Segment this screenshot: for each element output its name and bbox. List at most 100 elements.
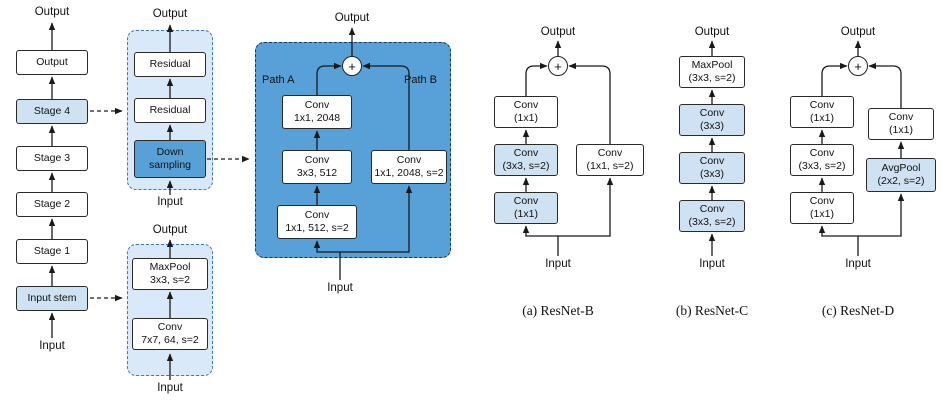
resnetb-output-label: Output bbox=[540, 26, 576, 38]
box-label-line: Conv bbox=[304, 153, 330, 166]
add-icon: + bbox=[848, 56, 868, 76]
downsampling-box: Down sampling bbox=[134, 140, 206, 178]
box-label-line: (1x1) bbox=[889, 124, 913, 136]
flow-arrow bbox=[821, 62, 848, 96]
box-label-line: Conv bbox=[699, 202, 725, 215]
box-label-line: (1x1) bbox=[514, 112, 538, 124]
residual-box-bottom: Residual bbox=[134, 98, 206, 123]
box-label-line: (3x3, s=2) bbox=[798, 160, 846, 172]
resnetc-input-label: Input bbox=[699, 258, 725, 270]
box-label-line: sampling bbox=[148, 159, 192, 171]
resnetb-conv3-box: Conv (1x1) bbox=[494, 192, 558, 224]
resnetd-output-label: Output bbox=[840, 26, 876, 38]
flow-arrow bbox=[525, 62, 548, 96]
resnetc-maxpool-box: MaxPool (3x3, s=2) bbox=[679, 56, 745, 88]
overview-stage3-box: Stage 3 bbox=[16, 146, 88, 171]
box-label-line: Conv bbox=[809, 194, 835, 207]
box-label-line: 1x1, 2048, s=2 bbox=[374, 167, 444, 179]
resnetb-conv2-box: Conv (3x3, s=2) bbox=[494, 144, 558, 176]
maxpool-box: MaxPool 3x3, s=2 bbox=[132, 258, 208, 290]
resnetc-output-label: Output bbox=[694, 26, 730, 38]
box-label-line: Conv bbox=[304, 208, 330, 221]
box-label-line: Conv bbox=[304, 98, 330, 111]
resnetc-conv3-box: Conv (3x3, s=2) bbox=[679, 200, 745, 232]
residual-box-top: Residual bbox=[134, 52, 206, 77]
resnetc-conv1-box: Conv (3x3) bbox=[679, 104, 745, 136]
flow-arrow bbox=[340, 185, 413, 253]
caption-resnet-d: (c) ResNet-D bbox=[821, 303, 895, 318]
box-label-line: (3x3) bbox=[700, 120, 724, 132]
stage-detail-input-label: Input bbox=[157, 196, 183, 208]
box-label-line: 3x3, 512 bbox=[296, 167, 338, 179]
box-label-line: MaxPool bbox=[691, 58, 733, 71]
box-label-line: 1x1, 512, s=2 bbox=[285, 222, 349, 234]
box-label-line: 1x1, 2048 bbox=[293, 112, 341, 124]
resnetd-conv2-box: Conv (3x3, s=2) bbox=[790, 144, 854, 176]
resnetb-input-label: Input bbox=[545, 258, 571, 270]
flow-arrow bbox=[858, 193, 905, 237]
flow-arrow bbox=[818, 225, 859, 256]
box-label-line: (2x2, s=2) bbox=[877, 175, 925, 187]
resnetd-shortcut-conv-box: Conv (1x1) bbox=[868, 108, 934, 140]
flow-arrow bbox=[316, 62, 342, 95]
overview-stage2-box: Stage 2 bbox=[16, 192, 88, 217]
overview-stage4-box: Stage 4 bbox=[16, 99, 88, 124]
flow-arrow bbox=[568, 62, 611, 144]
path-b-label: Path B bbox=[404, 74, 438, 86]
overview-input-label: Input bbox=[39, 340, 65, 352]
overview-input-stem-box: Input stem bbox=[16, 286, 88, 311]
flow-arrow bbox=[362, 62, 410, 150]
ds-conv-3x3-512-box: Conv 3x3, 512 bbox=[282, 150, 352, 184]
flow-arrow bbox=[558, 177, 614, 237]
box-label-line: (1x1, s=2) bbox=[586, 160, 634, 172]
box-label-line: Conv bbox=[513, 194, 539, 207]
box-label-line: (1x1) bbox=[514, 208, 538, 220]
resnetc-conv2-box: Conv (3x3) bbox=[679, 152, 745, 184]
flow-arrow bbox=[522, 225, 559, 256]
box-label-line: Conv bbox=[513, 146, 539, 159]
box-label-line: Conv bbox=[809, 146, 835, 159]
resnetb-shortcut-conv-box: Conv (1x1, s=2) bbox=[576, 144, 644, 176]
box-label-line: (1x1) bbox=[810, 208, 834, 220]
box-label-line: (3x3, s=2) bbox=[502, 160, 550, 172]
stem-output-label: Output bbox=[152, 224, 188, 236]
stage-detail-output-label: Output bbox=[152, 8, 188, 20]
box-label-line: Down bbox=[156, 145, 184, 158]
box-label-line: Conv bbox=[513, 98, 539, 111]
resnetd-conv3-box: Conv (1x1) bbox=[790, 192, 854, 224]
caption-resnet-b: (a) ResNet-B bbox=[522, 303, 594, 318]
box-label-line: Conv bbox=[699, 154, 725, 167]
box-label-line: Conv bbox=[396, 153, 422, 166]
box-label-line: Conv bbox=[597, 146, 623, 159]
stem-input-label: Input bbox=[157, 382, 183, 394]
ds-conv-1x1-512-s2-box: Conv 1x1, 512, s=2 bbox=[277, 205, 357, 239]
box-label-line: (3x3, s=2) bbox=[688, 72, 736, 84]
overview-stage1-box: Stage 1 bbox=[16, 239, 88, 264]
box-label-line: (3x3, s=2) bbox=[688, 216, 736, 228]
overview-output-label: Output bbox=[34, 6, 70, 18]
box-label-line: 7x7, 64, s=2 bbox=[141, 334, 199, 346]
box-label-line: Conv bbox=[699, 106, 725, 119]
box-label-line: MaxPool bbox=[149, 260, 191, 273]
box-label-line: Conv bbox=[888, 110, 914, 123]
path-a-label: Path A bbox=[262, 74, 295, 86]
ds-conv-1x1-2048-s2-box: Conv 1x1, 2048, s=2 bbox=[371, 150, 447, 184]
resnetd-conv1-box: Conv (1x1) bbox=[790, 96, 854, 128]
box-label-line: (3x3) bbox=[700, 168, 724, 180]
ds-output-label: Output bbox=[334, 12, 370, 24]
add-icon: + bbox=[548, 56, 568, 76]
caption-resnet-c: (b) ResNet-C bbox=[675, 303, 749, 318]
resnetb-conv1-box: Conv (1x1) bbox=[494, 96, 558, 128]
resnetd-avgpool-box: AvgPool (2x2, s=2) bbox=[866, 158, 936, 192]
flow-arrow bbox=[868, 62, 902, 108]
box-label-line: AvgPool bbox=[881, 161, 921, 174]
box-label-line: Conv bbox=[809, 98, 835, 111]
box-label-line: (1x1) bbox=[810, 112, 834, 124]
stem-conv-box: Conv 7x7, 64, s=2 bbox=[132, 318, 208, 350]
ds-conv-1x1-2048-box: Conv 1x1, 2048 bbox=[282, 95, 352, 129]
flow-arrow bbox=[313, 240, 341, 280]
ds-input-label: Input bbox=[327, 282, 353, 294]
box-label-line: Conv bbox=[157, 320, 183, 333]
